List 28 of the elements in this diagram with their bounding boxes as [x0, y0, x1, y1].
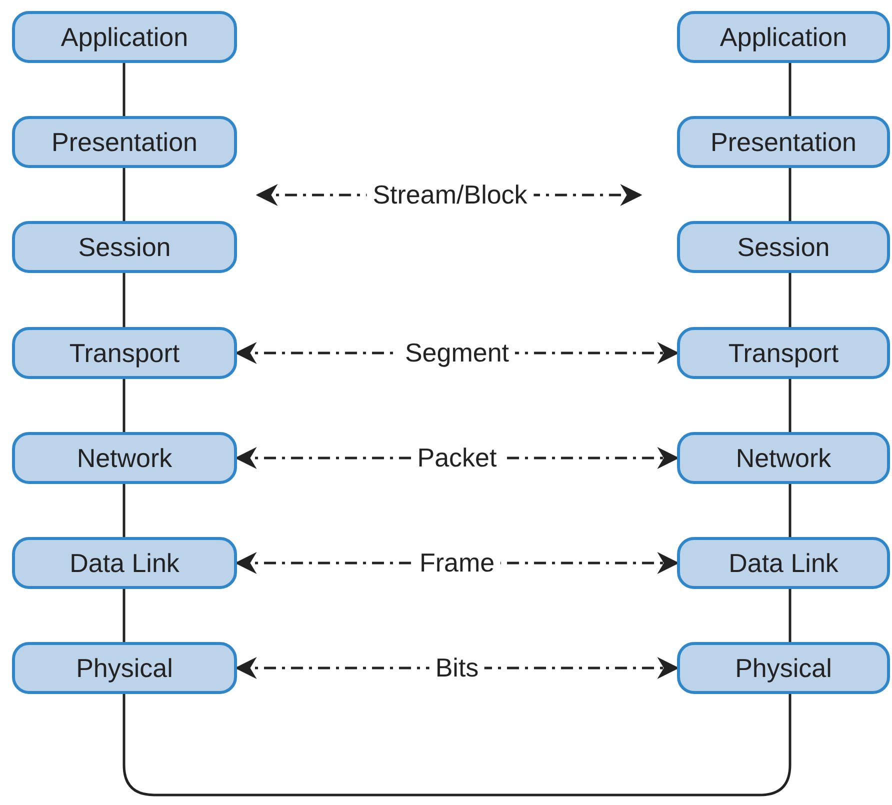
layer-box: Transport	[677, 327, 890, 379]
layer-box: Network	[677, 432, 890, 484]
layer-box: Application	[677, 11, 890, 63]
layer-box: Transport	[12, 327, 237, 379]
connector-line	[122, 273, 126, 327]
layer-box: Application	[12, 11, 237, 63]
layer-box: Presentation	[12, 116, 237, 168]
connector-line	[788, 273, 792, 327]
connector-line	[122, 63, 126, 116]
connector-line	[788, 484, 792, 537]
connector-line	[788, 168, 792, 221]
connector-line	[122, 484, 126, 537]
layer-box: Data Link	[677, 537, 890, 589]
connector-line	[122, 694, 792, 796]
connector-line	[788, 589, 792, 642]
double-arrow	[234, 657, 680, 679]
connector-line	[122, 168, 126, 221]
layer-box: Data Link	[12, 537, 237, 589]
layer-box: Session	[677, 221, 890, 273]
layer-box: Physical	[677, 642, 890, 694]
connector-line	[788, 63, 792, 116]
connector-line	[122, 589, 126, 642]
connector-line	[788, 379, 792, 432]
layer-box: Presentation	[677, 116, 890, 168]
layer-box: Network	[12, 432, 237, 484]
layer-box: Physical	[12, 642, 237, 694]
layer-box: Session	[12, 221, 237, 273]
connector-line	[122, 379, 126, 432]
